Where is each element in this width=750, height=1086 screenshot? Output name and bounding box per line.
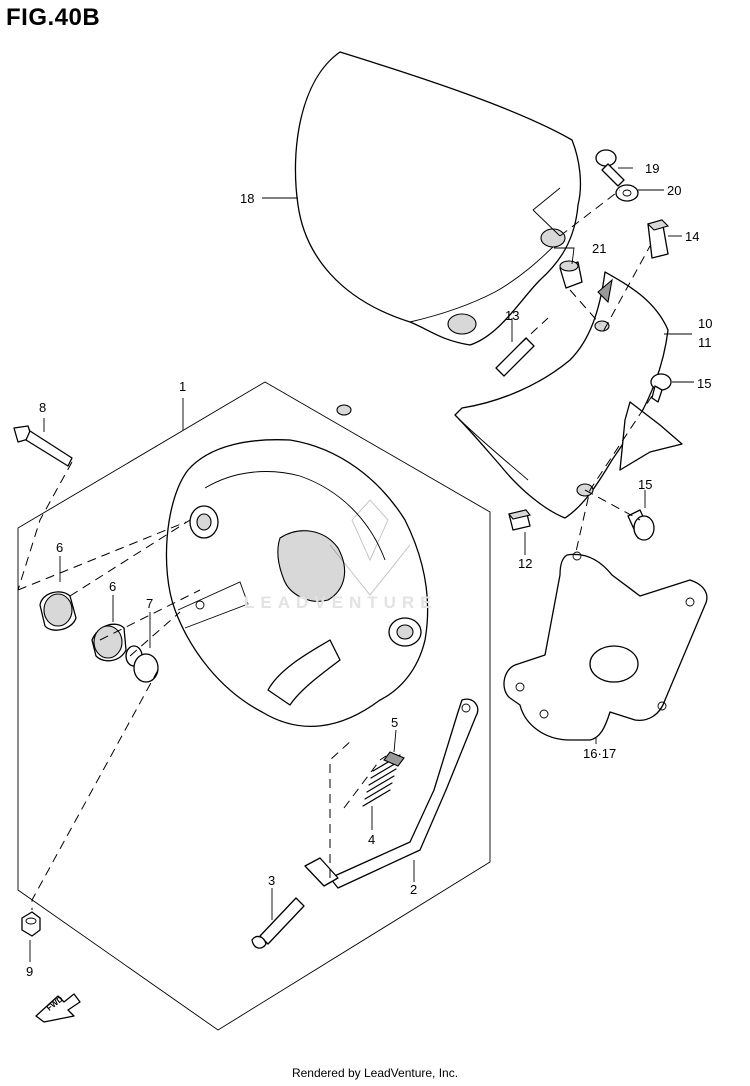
housing-cover-part-10-11 xyxy=(336,271,683,519)
callout-4: 4 xyxy=(368,832,376,847)
callout-10: 10 xyxy=(698,316,713,331)
callout-20: 20 xyxy=(667,183,682,198)
callout-16-17: 16·17 xyxy=(583,746,617,761)
callout-3: 3 xyxy=(268,873,276,888)
screw-part-3 xyxy=(251,897,305,949)
callout-18: 18 xyxy=(240,191,255,206)
nut-part-9 xyxy=(21,911,41,937)
callout-11: 11 xyxy=(698,335,712,350)
grommet-part-21 xyxy=(559,260,583,289)
callout-19: 19 xyxy=(645,161,660,176)
figure-title: FIG.40B xyxy=(6,4,101,31)
callout-1: 1 xyxy=(179,379,187,394)
callout-9: 9 xyxy=(26,964,34,979)
callout-6b: 6 xyxy=(109,579,117,594)
watermark-logo xyxy=(329,499,411,596)
screw-part-15b xyxy=(627,509,655,541)
rubber-part-12 xyxy=(508,509,531,531)
spring-part-4 xyxy=(362,754,401,807)
visor-part-18 xyxy=(294,51,582,346)
rubber-part-14 xyxy=(646,219,670,259)
callout-12: 12 xyxy=(518,556,533,571)
callout-6a: 6 xyxy=(56,540,64,555)
leader-lines xyxy=(29,167,694,962)
callout-5: 5 xyxy=(391,715,399,730)
callout-15b: 15 xyxy=(638,477,653,492)
spring-seat-part-5 xyxy=(383,751,405,767)
cushion-part-6b xyxy=(91,623,127,662)
callout-13: 13 xyxy=(505,308,520,323)
forward-arrow-badge xyxy=(35,993,81,1023)
callout-2: 2 xyxy=(410,882,418,897)
cushion-part-6a xyxy=(39,591,77,631)
assembly-outline xyxy=(17,381,491,1031)
adjusting-bracket-part-2 xyxy=(304,698,479,889)
screw-part-15a xyxy=(650,373,672,403)
alignment-lines xyxy=(17,189,653,910)
watermark-text: LEADVENTURE xyxy=(244,593,438,612)
callout-8: 8 xyxy=(39,400,47,415)
washer-part-20 xyxy=(615,184,639,202)
headlight-housing-part-1 xyxy=(165,439,429,728)
rubber-part-13 xyxy=(495,337,535,377)
bracket-part-16-17 xyxy=(503,551,708,741)
footer-credit: Rendered by LeadVenture, Inc. xyxy=(291,1066,459,1080)
callout-15a: 15 xyxy=(697,376,712,391)
screw-part-19 xyxy=(595,149,625,187)
callout-14: 14 xyxy=(685,229,700,244)
collar-part-7 xyxy=(125,645,159,683)
bolt-part-8 xyxy=(13,425,73,467)
callout-7: 7 xyxy=(146,596,154,611)
callout-21: 21 xyxy=(592,241,607,256)
